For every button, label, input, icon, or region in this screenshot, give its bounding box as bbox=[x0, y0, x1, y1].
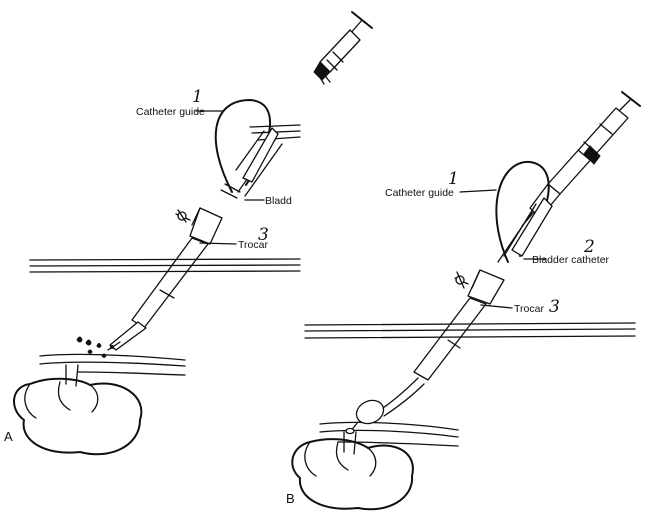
label-bladder-a: Bladd bbox=[265, 195, 292, 207]
panel-letter-a: A bbox=[4, 429, 13, 444]
number-3-b: 3 bbox=[549, 297, 560, 317]
panel-letter-b: B bbox=[286, 491, 295, 506]
bladder-b bbox=[291, 438, 414, 511]
skin-layer-b bbox=[304, 322, 636, 339]
bladder-catheter-a bbox=[235, 127, 283, 197]
panel-a: Catheter guide 1 Bladd Trocar 3 A bbox=[4, 11, 373, 456]
number-1-b: 1 bbox=[448, 169, 459, 189]
syringe-a bbox=[313, 11, 373, 85]
bladder-catheter-b bbox=[497, 197, 553, 263]
skin-layer-a bbox=[29, 258, 301, 273]
bladder-wall-a bbox=[39, 353, 186, 376]
trocar-a bbox=[107, 207, 223, 351]
label-trocar-a: Trocar bbox=[238, 239, 268, 251]
number-2-b: 2 bbox=[583, 237, 595, 257]
catheter-balloon-b bbox=[355, 399, 385, 425]
label-catheter-guide-a: Catheter guide bbox=[136, 106, 205, 118]
number-3-a: 3 bbox=[258, 225, 269, 245]
label-bladder-catheter-b: Bladder catheter bbox=[532, 254, 610, 266]
panel-b: Catheter guide 1 Bladder catheter 2 Troc… bbox=[286, 91, 641, 511]
label-trocar-b: Trocar bbox=[514, 303, 544, 315]
number-1-a: 1 bbox=[192, 87, 203, 107]
bladder-wall-b bbox=[319, 421, 459, 447]
label-catheter-guide-b: Catheter guide bbox=[385, 187, 454, 199]
trocar-b bbox=[379, 269, 505, 417]
fluid-drops-a bbox=[76, 336, 107, 358]
